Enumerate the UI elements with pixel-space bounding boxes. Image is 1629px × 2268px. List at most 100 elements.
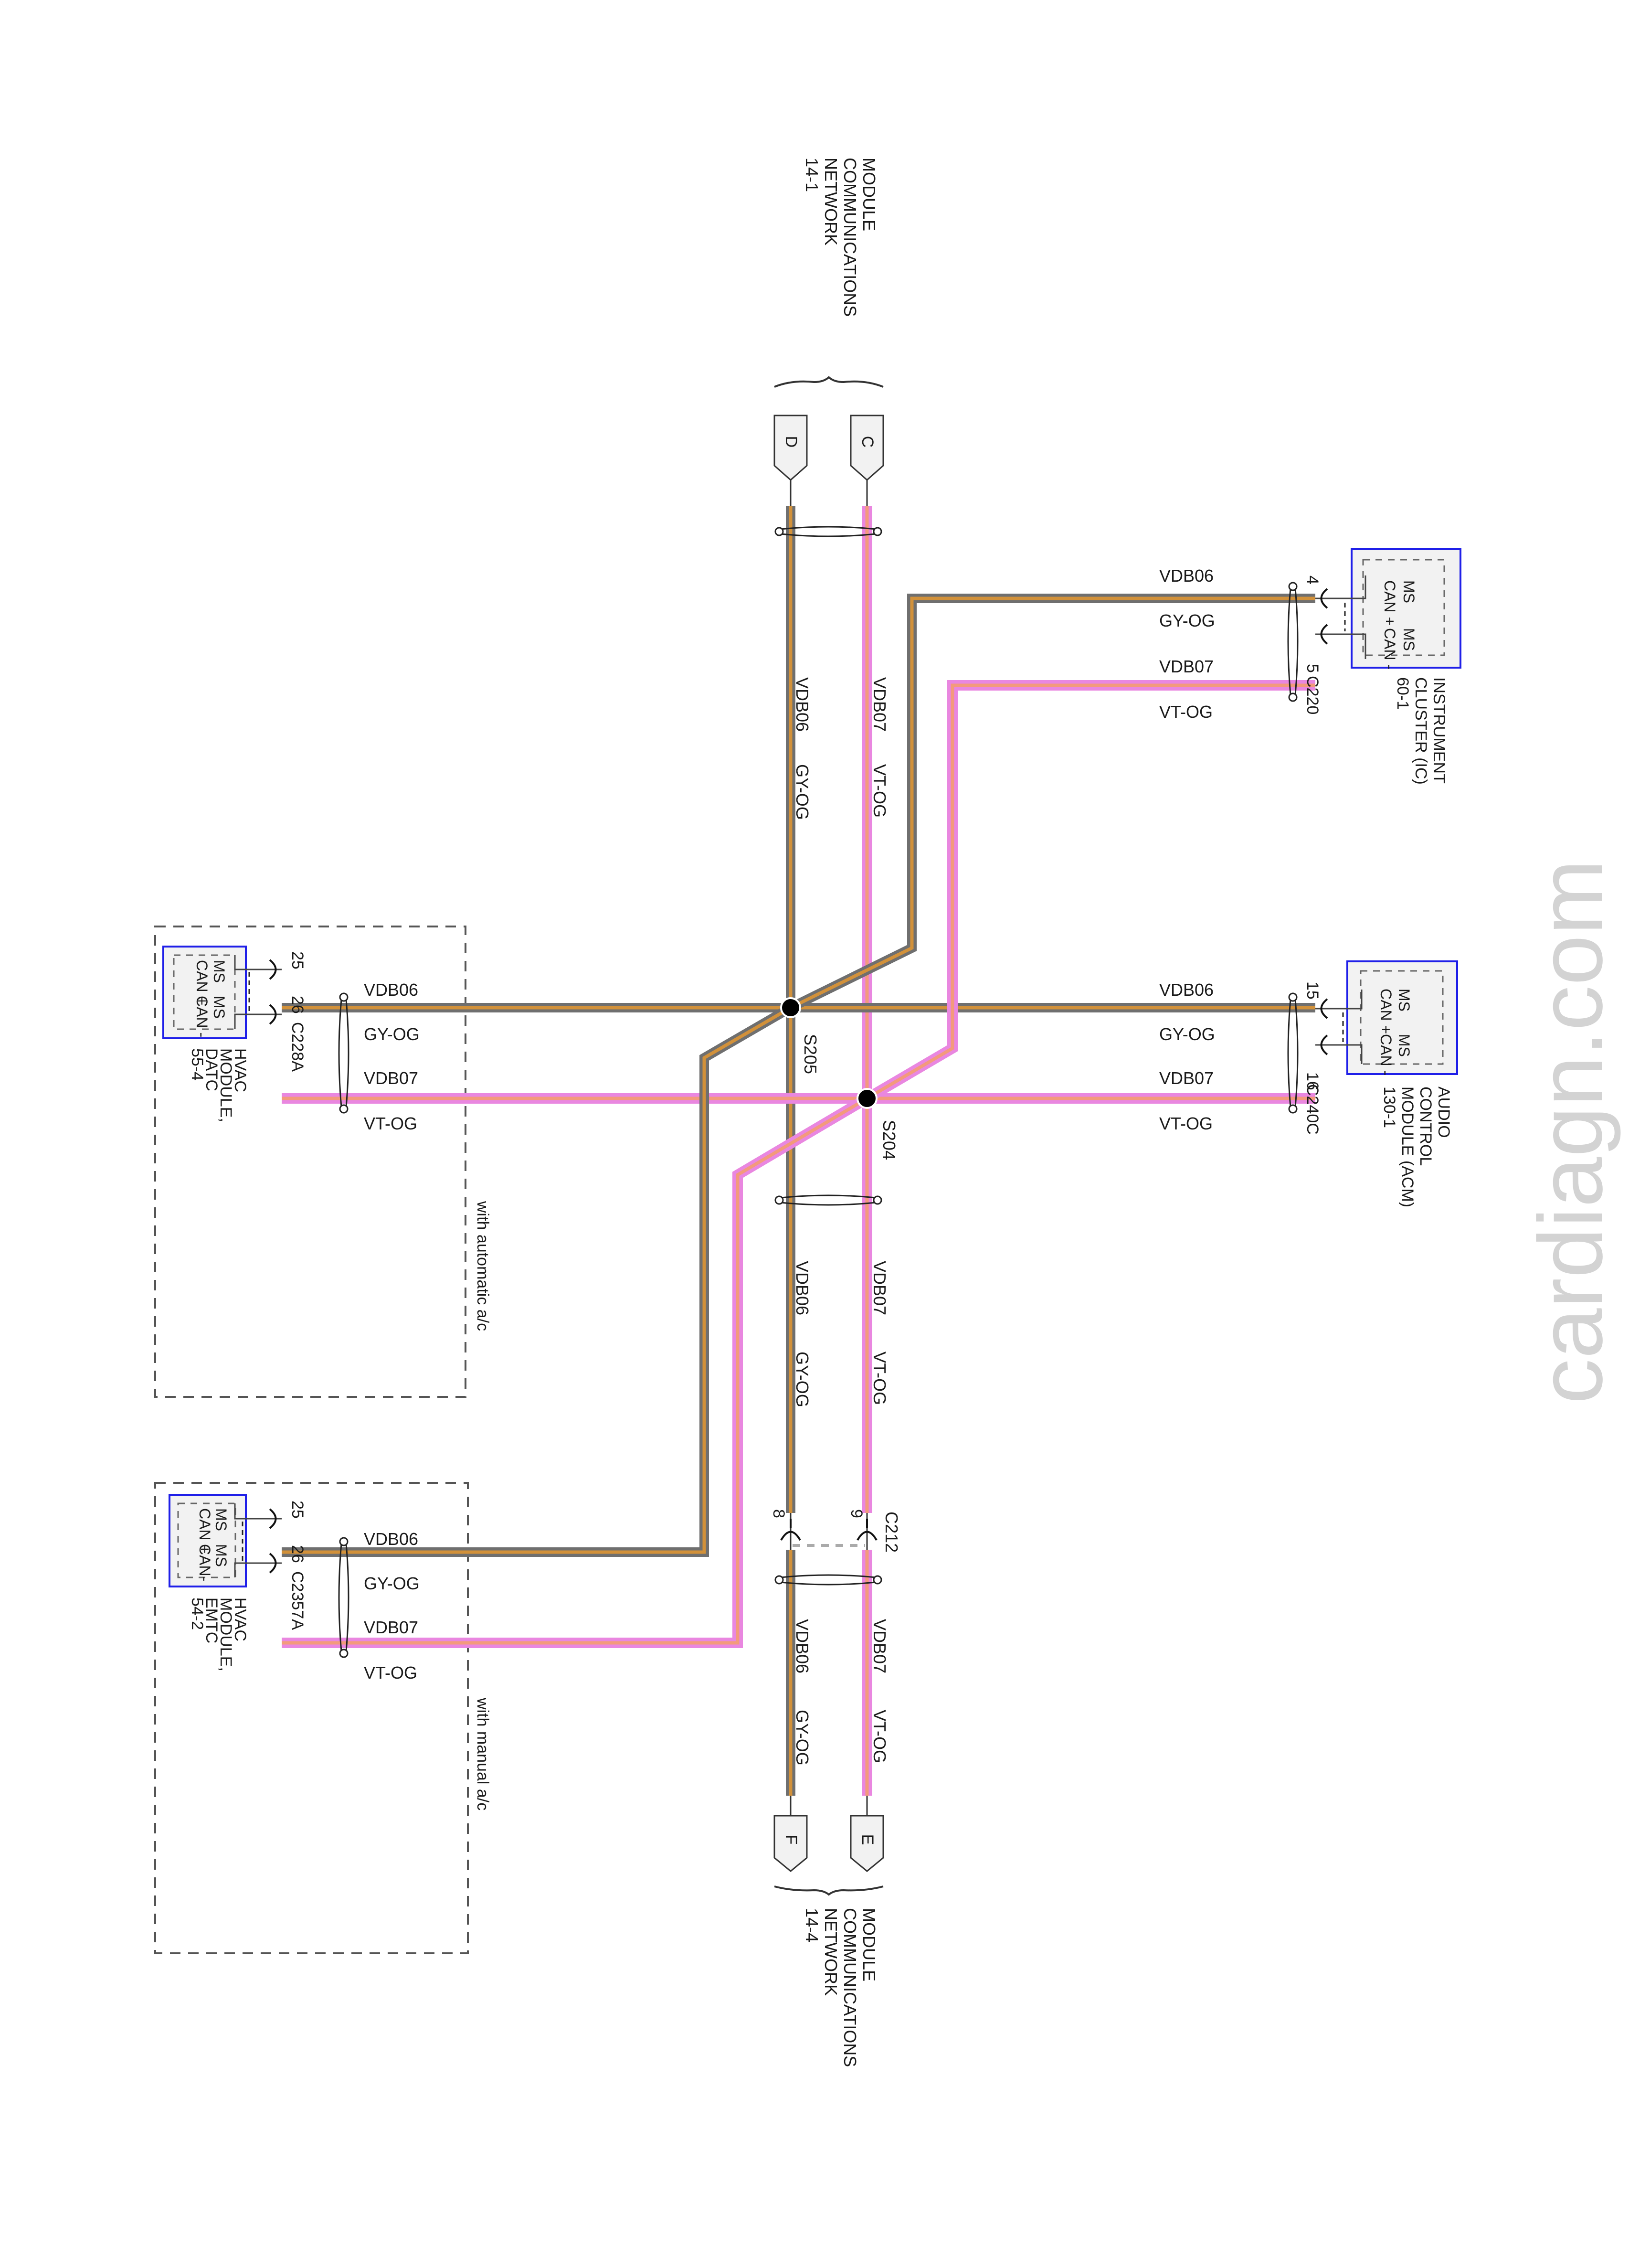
svg-text:DATC: DATC xyxy=(202,1048,221,1091)
svg-text:5: 5 xyxy=(1303,664,1322,673)
svg-text:MS: MS xyxy=(211,996,228,1019)
svg-text:MS: MS xyxy=(212,1508,230,1531)
svg-text:54-2: 54-2 xyxy=(188,1597,206,1630)
svg-text:25: 25 xyxy=(288,1501,307,1519)
svg-text:130-1: 130-1 xyxy=(1380,1086,1398,1128)
module-label-hvac-datc: HVAC MODULE, DATC 55-4 xyxy=(188,1048,249,1122)
svg-text:14-1: 14-1 xyxy=(802,158,822,192)
offpage-connector-d[interactable]: D xyxy=(773,415,808,481)
offpage-connector-c[interactable]: C xyxy=(850,415,884,481)
svg-text:16: 16 xyxy=(1303,1072,1322,1090)
pin-functions: MS CAN + MS CAN - xyxy=(1381,580,1417,670)
svg-text:VDB06: VDB06 xyxy=(364,1529,418,1549)
module-instrument-cluster[interactable]: MS CAN + MS CAN - xyxy=(1351,548,1461,670)
svg-text:4: 4 xyxy=(1303,575,1322,585)
svg-text:VT-OG: VT-OG xyxy=(870,764,889,818)
svg-text:C220: C220 xyxy=(1303,676,1322,714)
svg-text:CAN +: CAN + xyxy=(196,1508,213,1554)
svg-text:VT-OG: VT-OG xyxy=(364,1114,417,1133)
svg-text:MODULE (ACM): MODULE (ACM) xyxy=(1398,1086,1417,1207)
svg-text:VDB06: VDB06 xyxy=(1159,980,1214,1000)
svg-text:MS: MS xyxy=(1396,1034,1413,1057)
wire-vt-og-ic[interactable] xyxy=(864,680,1315,1103)
svg-text:CAN -: CAN - xyxy=(193,996,211,1037)
svg-text:F: F xyxy=(782,1835,800,1845)
svg-text:55-4: 55-4 xyxy=(188,1048,206,1081)
offpage-label-bottom: MODULE COMMUNICATIONS NETWORK 14-4 xyxy=(802,1908,879,2067)
wire-gy-og-emtc-stripe xyxy=(282,1006,792,1554)
svg-text:D: D xyxy=(782,436,800,448)
svg-text:CLUSTER (IC): CLUSTER (IC) xyxy=(1412,677,1430,785)
svg-text:CAN +: CAN + xyxy=(193,960,211,1005)
svg-text:GY-OG: GY-OG xyxy=(793,764,812,820)
splice-s205[interactable]: S205 xyxy=(780,997,820,1074)
svg-text:CAN +: CAN + xyxy=(1377,989,1395,1034)
svg-text:CAN +: CAN + xyxy=(1381,580,1398,626)
svg-text:MS: MS xyxy=(1400,580,1417,603)
svg-text:VDB07: VDB07 xyxy=(364,1068,418,1088)
svg-text:25: 25 xyxy=(288,951,307,969)
svg-text:C: C xyxy=(858,436,877,448)
svg-text:8: 8 xyxy=(770,1509,788,1518)
offpage-connector-e[interactable]: E xyxy=(850,1815,884,1872)
twisted-pair-marker xyxy=(338,526,1299,1658)
watermark: cardiagn.com xyxy=(1520,859,1621,1404)
svg-text:VDB07: VDB07 xyxy=(364,1618,418,1637)
svg-text:CAN -: CAN - xyxy=(1381,628,1398,670)
wire-gy-og-emtc[interactable] xyxy=(282,1003,793,1557)
svg-text:C2357A: C2357A xyxy=(288,1571,307,1630)
automatic-ac-note: with automatic a/c xyxy=(474,1201,492,1331)
svg-text:COMMUNICATIONS: COMMUNICATIONS xyxy=(840,1908,860,2067)
svg-text:GY-OG: GY-OG xyxy=(793,1352,812,1407)
svg-text:CONTROL: CONTROL xyxy=(1417,1086,1435,1166)
connector-c228a[interactable]: 25 26 C228A xyxy=(234,951,307,1072)
svg-text:VT-OG: VT-OG xyxy=(870,1710,889,1763)
connector-c240c[interactable]: 15 16 C240C xyxy=(1303,981,1363,1135)
svg-text:GY-OG: GY-OG xyxy=(1159,611,1215,630)
svg-text:26: 26 xyxy=(288,996,307,1014)
splice-s204[interactable]: S204 xyxy=(857,1088,899,1160)
connector-c2357a[interactable]: 25 26 C2357A xyxy=(234,1501,307,1630)
inline-connector-c212[interactable]: 8 9 C212 xyxy=(770,1509,901,1553)
branch-wire-labels: VDB06 GY-OG VDB07 VT-OG VDB06 GY-OG VDB0… xyxy=(364,566,1215,1682)
svg-text:EMTC: EMTC xyxy=(202,1597,221,1643)
svg-text:GY-OG: GY-OG xyxy=(364,1024,420,1044)
trunk-wire-labels: VDB06 GY-OG VDB07 VT-OG VDB06 GY-OG VDB0… xyxy=(793,677,889,1766)
svg-text:MS: MS xyxy=(212,1544,230,1567)
svg-text:VT-OG: VT-OG xyxy=(870,1352,889,1405)
svg-text:60-1: 60-1 xyxy=(1394,677,1412,710)
wire-vt-og-emtc[interactable] xyxy=(282,1094,870,1648)
module-label-hvac-emtc: HVAC MODULE, EMTC 54-2 xyxy=(188,1597,249,1672)
module-hvac-emtc[interactable]: MS CAN + MS CAN- xyxy=(169,1494,247,1587)
svg-text:VT-OG: VT-OG xyxy=(1159,1114,1213,1133)
offpage-bracket-bottom xyxy=(774,1885,884,1896)
svg-text:VDB07: VDB07 xyxy=(1159,1068,1214,1088)
svg-text:HVAC: HVAC xyxy=(231,1048,249,1092)
pin-functions: MS CAN + MS CAN - xyxy=(1377,989,1413,1075)
svg-text:MODULE: MODULE xyxy=(859,158,879,231)
manual-ac-note: with manual a/c xyxy=(474,1697,492,1810)
svg-text:VDB06: VDB06 xyxy=(1159,566,1214,586)
svg-text:INSTRUMENT: INSTRUMENT xyxy=(1430,677,1448,784)
module-hvac-datc[interactable]: MS CAN + MS CAN - xyxy=(162,946,247,1039)
svg-text:NETWORK: NETWORK xyxy=(821,158,841,245)
wire-vt-og-ic-stripe xyxy=(866,683,1315,1100)
svg-text:MS: MS xyxy=(211,960,228,983)
svg-text:E: E xyxy=(858,1834,877,1845)
svg-text:COMMUNICATIONS: COMMUNICATIONS xyxy=(840,158,860,317)
module-audio-control[interactable]: MS CAN + MS CAN - xyxy=(1346,960,1458,1075)
svg-text:26: 26 xyxy=(288,1545,307,1563)
svg-text:MODULE,: MODULE, xyxy=(217,1597,235,1672)
svg-text:GY-OG: GY-OG xyxy=(364,1574,420,1593)
connector-c220[interactable]: 4 5 C220 xyxy=(1303,575,1366,714)
wire-gy-og-ic-stripe xyxy=(790,596,1315,1010)
svg-text:S204: S204 xyxy=(879,1120,899,1160)
svg-text:CAN -: CAN - xyxy=(1377,1034,1395,1075)
svg-text:CAN-: CAN- xyxy=(196,1544,213,1581)
offpage-connector-f[interactable]: F xyxy=(773,1815,808,1872)
wire-vt-og-emtc-stripe xyxy=(282,1097,868,1645)
pin-functions: MS CAN + MS CAN - xyxy=(193,960,228,1037)
svg-text:VDB07: VDB07 xyxy=(870,677,889,732)
svg-text:14-4: 14-4 xyxy=(802,1908,822,1942)
